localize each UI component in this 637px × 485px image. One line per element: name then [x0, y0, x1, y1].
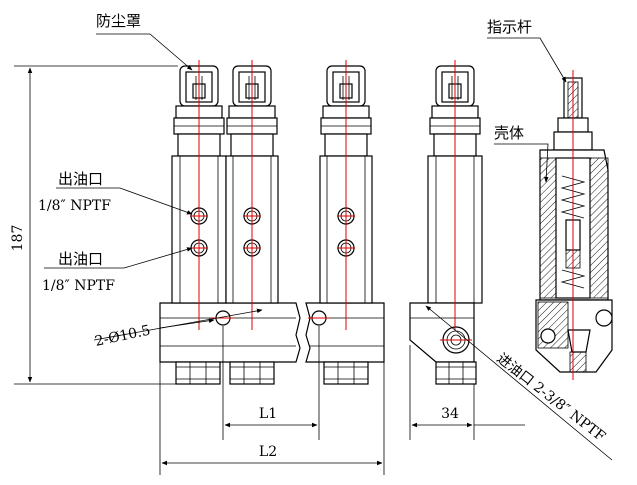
manifold-base: [159, 302, 385, 363]
outlet-top-spec: 1/8″ NPTF: [38, 198, 111, 214]
section-view: [535, 70, 613, 380]
dust-cover-label: 防尘罩: [96, 12, 141, 30]
centerlines-front: [190, 60, 355, 330]
outlet-top-title: 出油口: [58, 170, 103, 188]
dim-l1: L1: [259, 406, 277, 422]
side-view: [409, 60, 483, 385]
indicator-rod-label: 指示杆: [487, 18, 532, 36]
bottom-plugs: [175, 361, 369, 385]
leader-lines: [44, 33, 613, 461]
dim-height: 187: [10, 225, 26, 252]
dim-width-side: 34: [441, 406, 459, 422]
outlet-bottom-spec: 1/8″ NPTF: [42, 278, 115, 294]
mount-holes-label: 2-Ø10.5: [94, 323, 152, 350]
outlet-bottom-title: 出油口: [58, 250, 103, 268]
housing-label: 壳体: [494, 124, 524, 142]
dimensions: [14, 65, 525, 475]
dim-l2: L2: [259, 444, 277, 460]
